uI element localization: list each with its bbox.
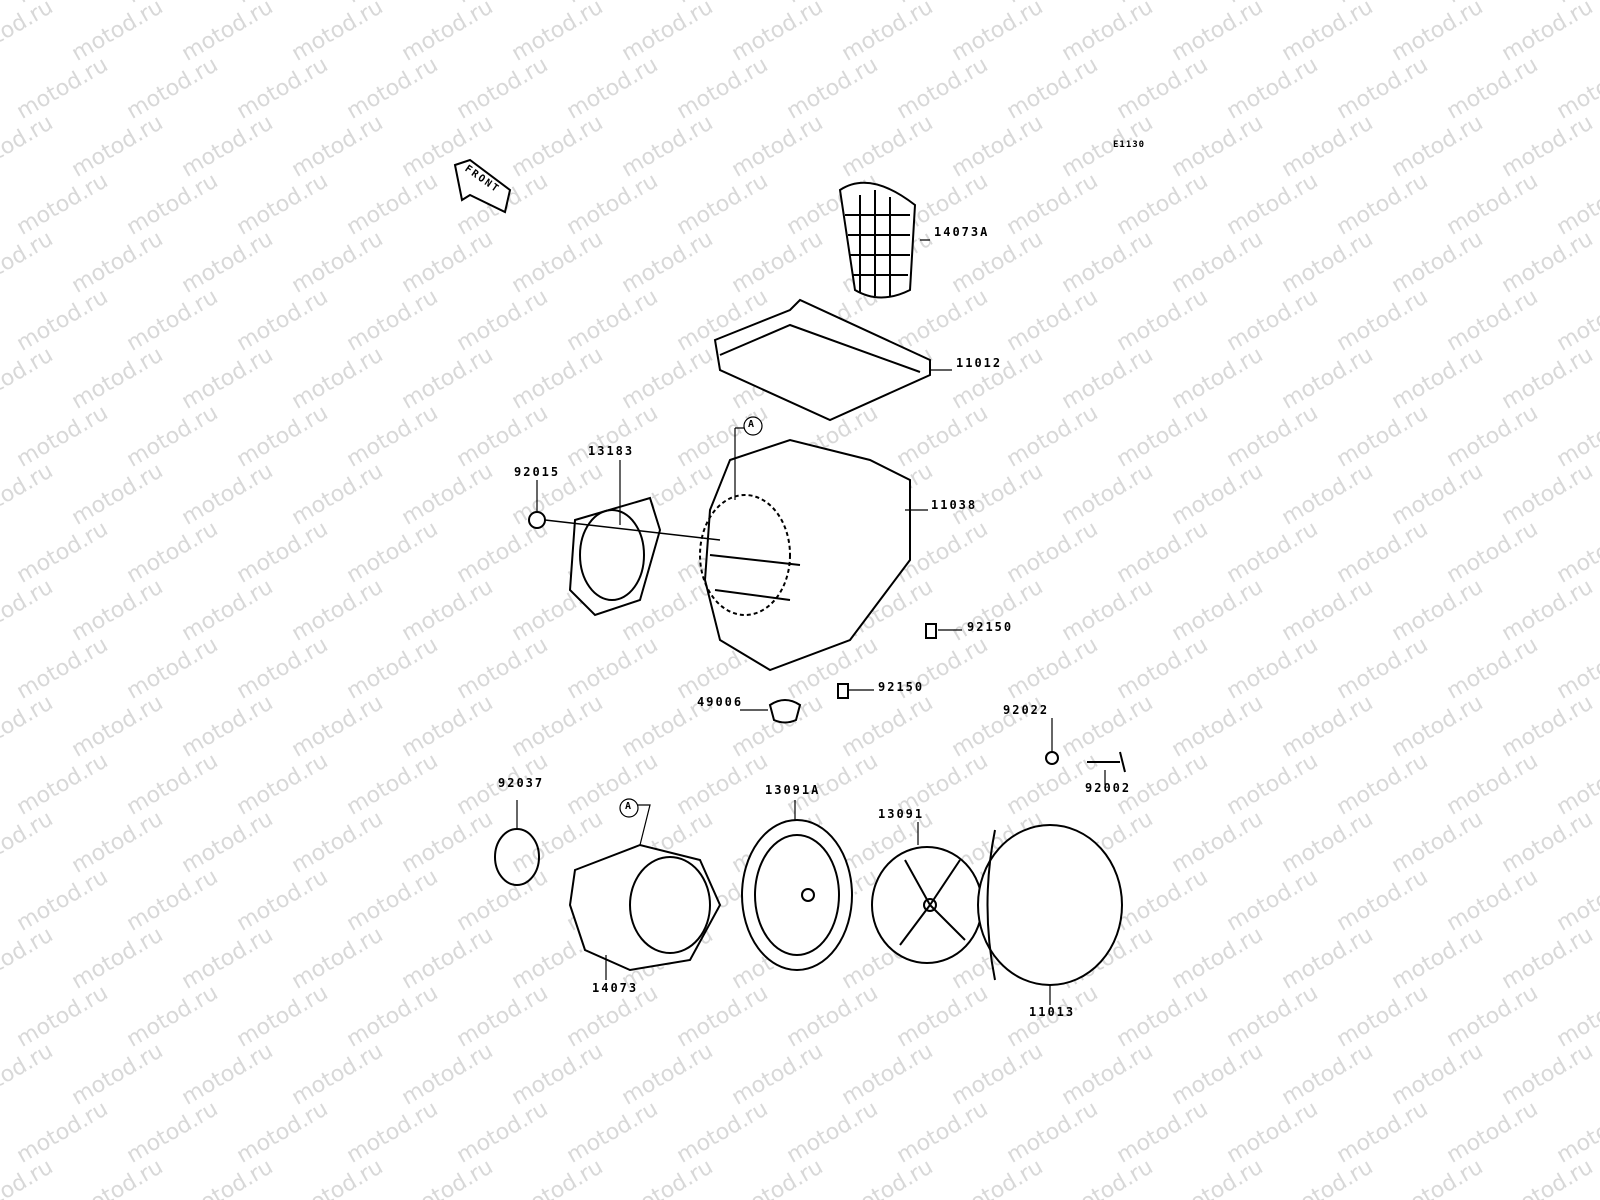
wing-bolt-92002 bbox=[1087, 751, 1126, 773]
nut-92015 bbox=[528, 511, 546, 529]
part-label-11038: 11038 bbox=[931, 498, 978, 512]
clamp-92037 bbox=[494, 828, 540, 886]
part-label-11013: 11013 bbox=[1029, 1005, 1076, 1019]
part-label-13183: 13183 bbox=[588, 444, 635, 458]
tray-11012 bbox=[713, 298, 931, 422]
washer-92022 bbox=[1045, 751, 1059, 765]
part-label-92002: 92002 bbox=[1085, 781, 1132, 795]
part-label-13091A: 13091A bbox=[765, 783, 821, 797]
part-label-92150: 92150 bbox=[878, 680, 925, 694]
part-label-14073: 14073 bbox=[592, 981, 639, 995]
part-label-92037: 92037 bbox=[498, 776, 545, 790]
part-label-92150: 92150 bbox=[967, 620, 1014, 634]
bolt-92150-b bbox=[837, 683, 849, 699]
gasket-13183 bbox=[568, 496, 662, 617]
part-label-11012: 11012 bbox=[956, 356, 1003, 370]
duct-14073 bbox=[568, 843, 722, 972]
air-box-11038 bbox=[699, 438, 911, 672]
part-label-13091: 13091 bbox=[878, 807, 925, 821]
cap-49006 bbox=[768, 699, 802, 724]
filter-11013 bbox=[977, 824, 1123, 986]
cover-13091A bbox=[741, 819, 853, 971]
part-label-14073A: 14073A bbox=[934, 225, 990, 239]
diagram-code: E1130 bbox=[1113, 140, 1146, 150]
part-label-92022: 92022 bbox=[1003, 703, 1050, 717]
callout-a-top: A bbox=[748, 419, 755, 430]
part-label-92015: 92015 bbox=[514, 465, 561, 479]
duct-14073A bbox=[838, 181, 917, 299]
cage-13091 bbox=[871, 846, 983, 964]
front-arrow-icon bbox=[453, 158, 512, 214]
part-label-49006: 49006 bbox=[697, 695, 744, 709]
bolt-92150-a bbox=[925, 623, 937, 639]
callout-a-bottom: A bbox=[625, 801, 632, 812]
